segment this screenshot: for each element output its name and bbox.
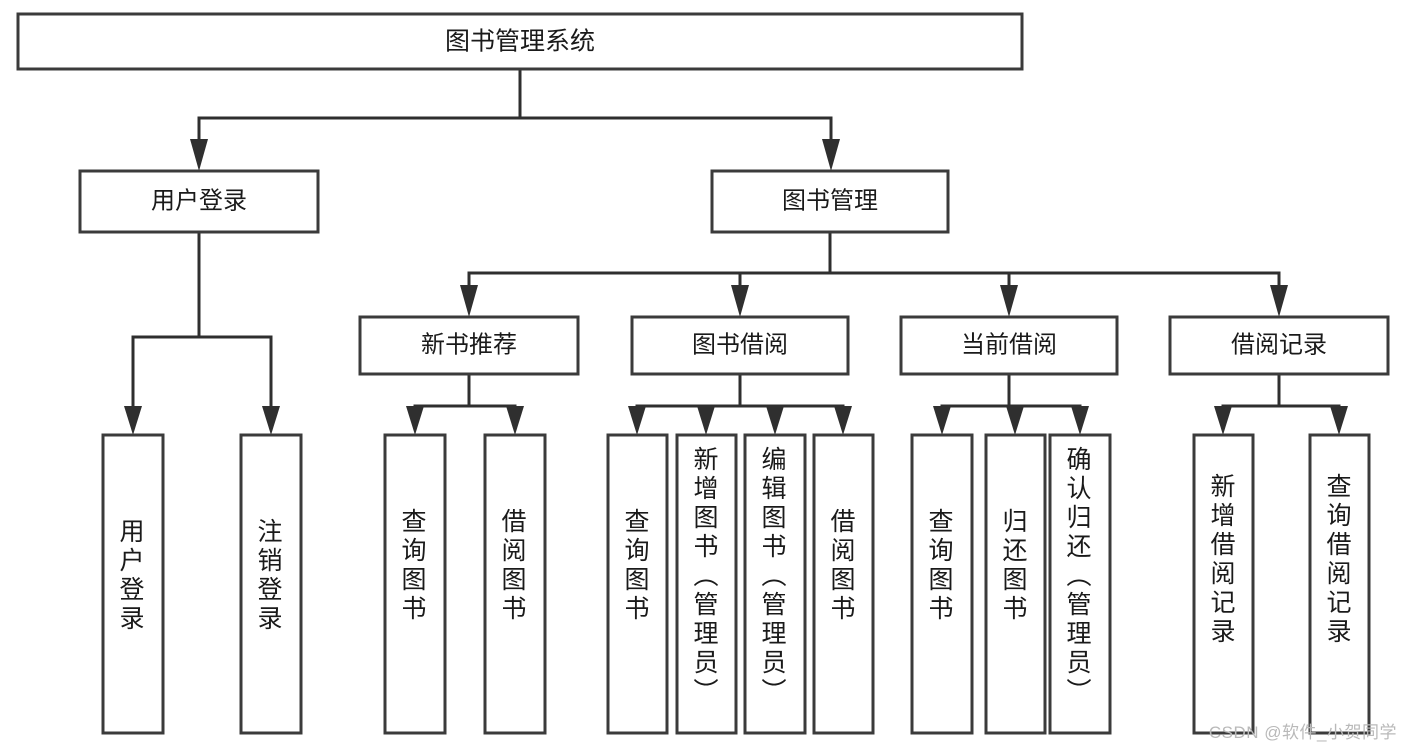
leaf-add-book-box[interactable] (675, 433, 738, 735)
node-current-borrow-label: 当前借阅 (961, 331, 1057, 358)
node-book-borrow-label: 图书借阅 (692, 331, 788, 358)
arrowhead-icon (822, 139, 840, 171)
link-book-manage-bus (467, 230, 1281, 287)
leaf-borrow-book-1-box[interactable] (483, 433, 547, 735)
node-book-manage-label: 图书管理 (782, 187, 878, 214)
leaf-query-book-1-box[interactable] (383, 433, 447, 735)
node-root-label: 图书管理系统 (445, 28, 595, 56)
node-book-manage-box[interactable] (710, 169, 950, 234)
leaf-boxes (101, 433, 1371, 735)
arrowhead-icon (262, 406, 280, 435)
arrowhead-icon (697, 406, 715, 435)
link-user-login-bus (131, 230, 273, 408)
leaf-query-book-3-box[interactable] (910, 433, 974, 735)
node-borrow-record[interactable]: 借阅记录 (1168, 315, 1390, 376)
node-book-borrow[interactable]: 图书借阅 (630, 315, 850, 376)
node-book-manage[interactable]: 图书管理 (710, 169, 950, 234)
link-borrow-record-bus (1221, 372, 1341, 410)
node-borrow-record-box[interactable] (1168, 315, 1390, 376)
arrowhead-icon (506, 406, 524, 435)
leaf-borrow-book-2-box[interactable] (812, 433, 875, 735)
leaf-confirm-return-box[interactable] (1048, 433, 1112, 735)
node-root[interactable]: 图书管理系统 (16, 12, 1024, 71)
node-new-book-recommend-box[interactable] (358, 315, 580, 376)
leaf-return-book-box[interactable] (984, 433, 1047, 735)
link-book-borrow-bus (635, 372, 845, 410)
link-new-book-bus (413, 372, 517, 410)
arrowhead-icon (460, 285, 478, 317)
arrowhead-icon (628, 406, 646, 435)
arrowhead-icon (124, 406, 142, 435)
node-new-book-recommend[interactable]: 新书推荐 (358, 315, 580, 376)
arrowhead-icon (834, 406, 852, 435)
leaf-logout-box[interactable] (239, 433, 303, 735)
arrowhead-icon (1000, 285, 1018, 317)
arrowhead-icon (1330, 406, 1348, 435)
csdn-watermark: CSDN @软件_小贺同学 (1208, 723, 1397, 742)
leaf-add-record-box[interactable] (1192, 433, 1255, 735)
arrowhead-icon (1214, 406, 1232, 435)
link-current-borrow-bus (940, 372, 1082, 410)
arrowhead-icon (406, 406, 424, 435)
node-current-borrow-box[interactable] (899, 315, 1119, 376)
arrowhead-icon (190, 139, 208, 171)
arrowhead-icon (1071, 406, 1089, 435)
arrow-heads (124, 139, 1348, 435)
leaf-user-login-box[interactable] (101, 433, 165, 735)
arrowhead-icon (1270, 285, 1288, 317)
arrowhead-icon (731, 285, 749, 317)
node-borrow-record-label: 借阅记录 (1231, 331, 1327, 358)
link-root-bus (197, 67, 833, 141)
node-book-borrow-box[interactable] (630, 315, 850, 376)
node-user-login-box[interactable] (78, 169, 320, 234)
connector-lines (131, 67, 1341, 410)
node-user-login[interactable]: 用户登录 (78, 169, 320, 234)
arrowhead-icon (933, 406, 951, 435)
arrowhead-icon (766, 406, 784, 435)
leaf-query-book-2-box[interactable] (606, 433, 669, 735)
arrowhead-icon (1006, 406, 1024, 435)
node-user-login-label: 用户登录 (151, 187, 247, 214)
node-new-book-recommend-label: 新书推荐 (421, 331, 517, 358)
leaf-edit-book-box[interactable] (743, 433, 807, 735)
leaf-query-record-box[interactable] (1308, 433, 1371, 735)
node-current-borrow[interactable]: 当前借阅 (899, 315, 1119, 376)
node-root-box[interactable] (16, 12, 1024, 71)
